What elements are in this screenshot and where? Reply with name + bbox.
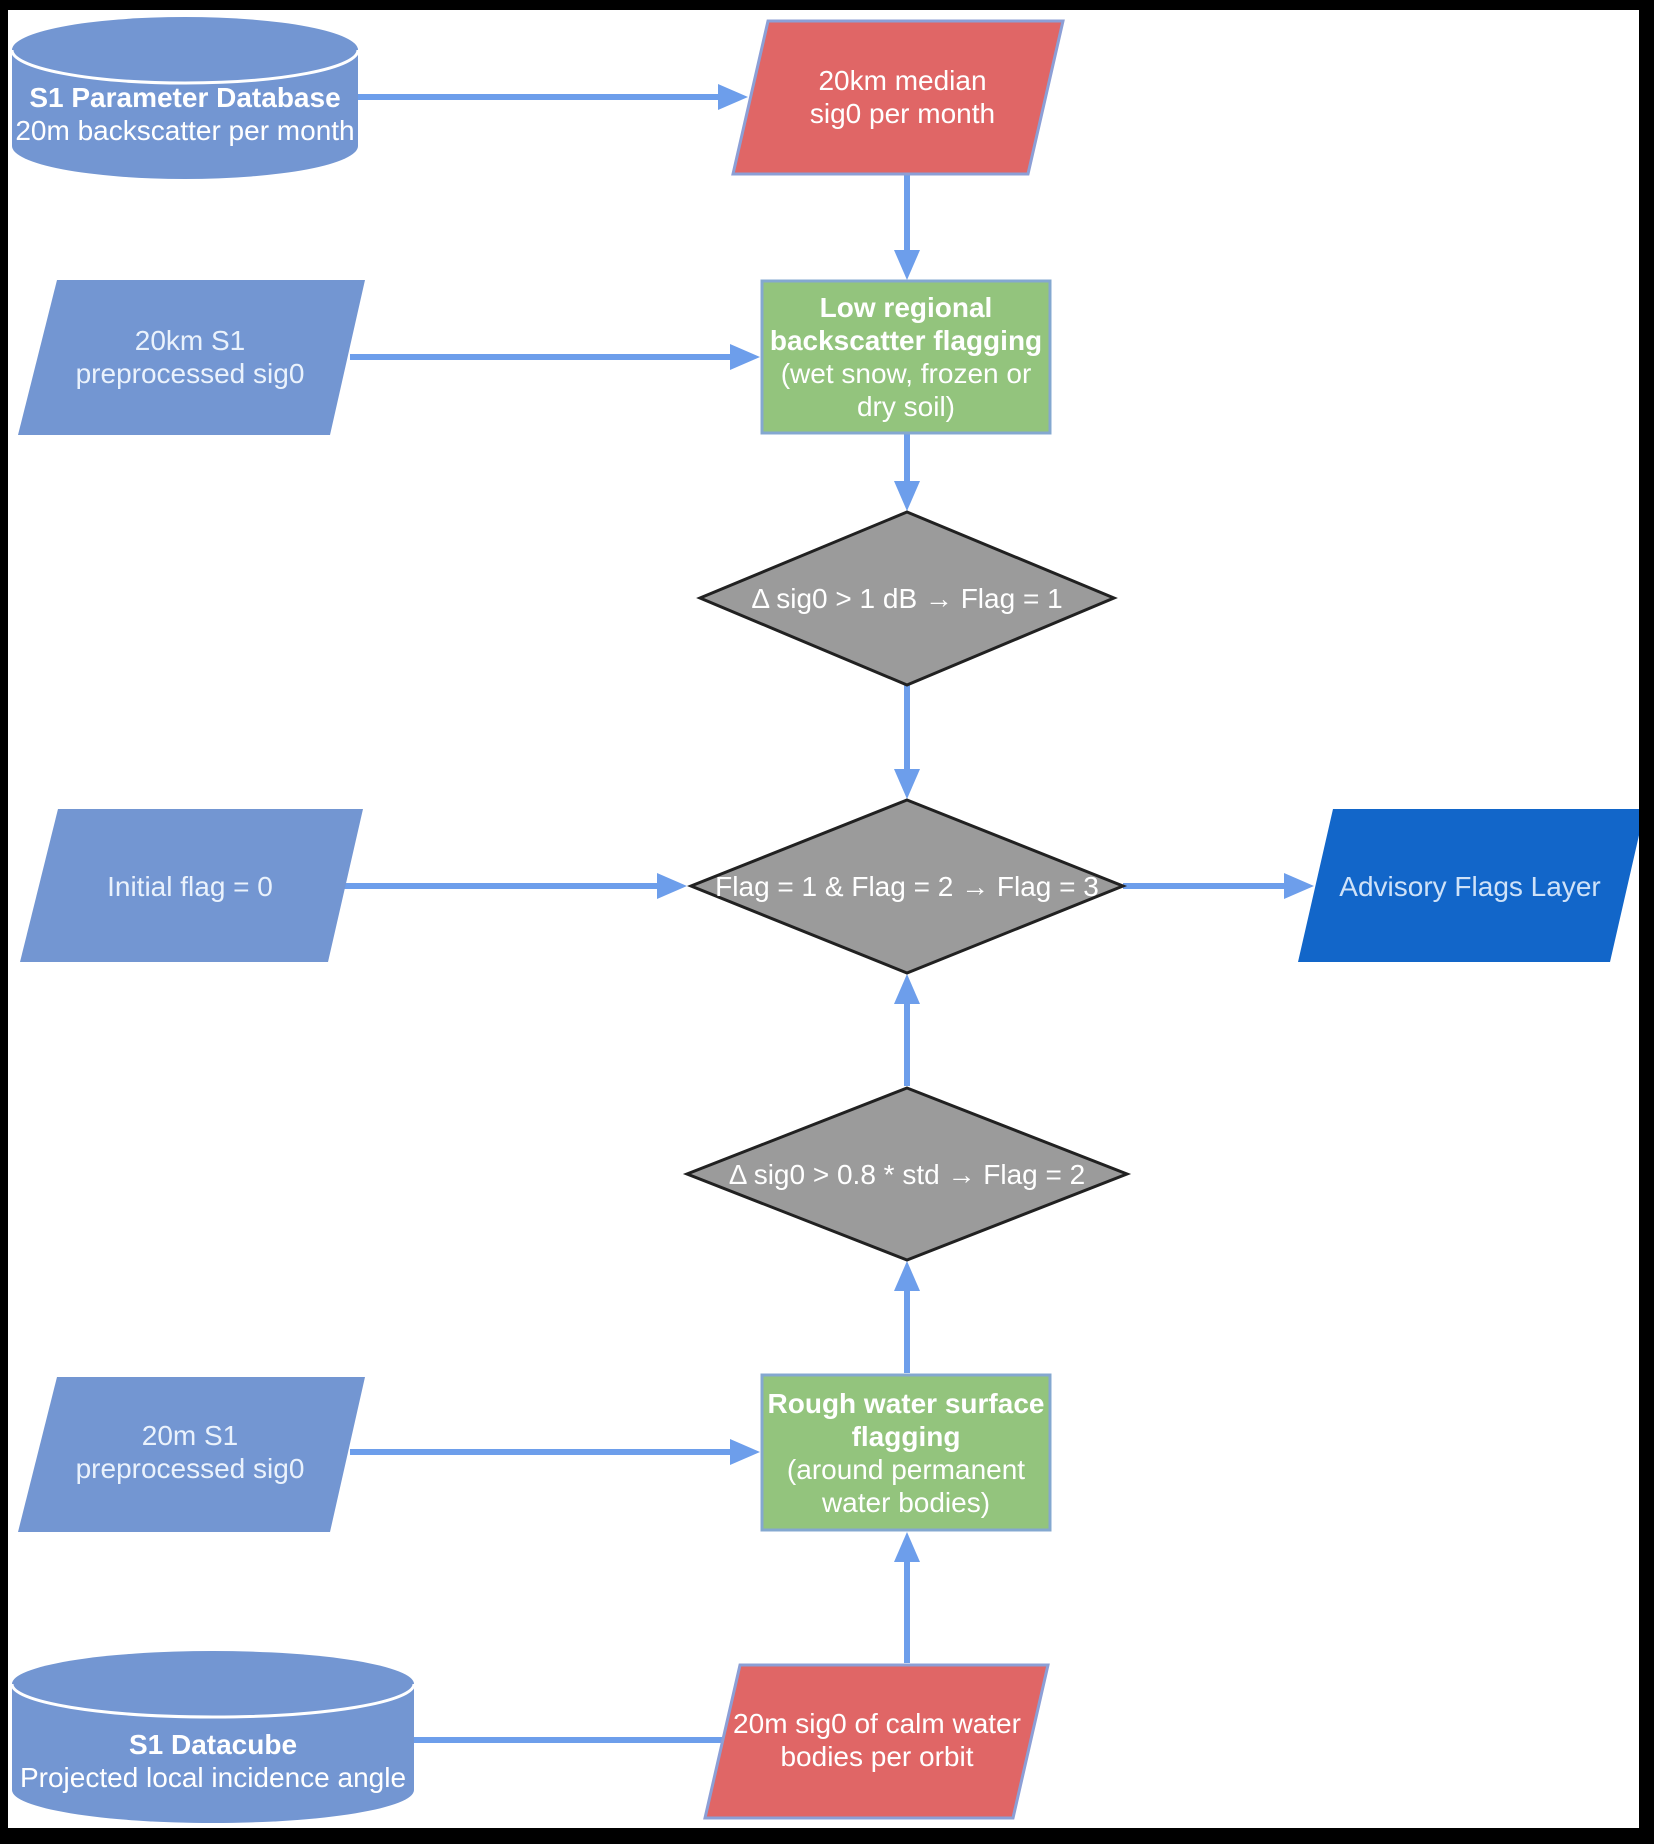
node-low-regional-flagging: Low regional backscatter flagging (wet s… (762, 281, 1050, 433)
node-s1-parameter-database: S1 Parameter Database 20m backscatter pe… (12, 80, 358, 148)
node-label-line: 20km S1 (134, 325, 246, 356)
node-subtitle: Projected local incidence angle (19, 1762, 407, 1793)
shape-decision-1db (696, 510, 1118, 687)
shape-s1-parameter-database-arc (10, 49, 360, 85)
node-label-line: preprocessed sig0 (75, 1453, 305, 1484)
decision-label: Flag = 1 & Flag = 2 → Flag = 3 (715, 871, 1099, 902)
node-advisory-flags-layer: Advisory Flags Layer (1305, 858, 1635, 914)
node-note-line: (wet snow, frozen or (780, 358, 1032, 389)
shape-low-regional-flagging (760, 279, 1052, 435)
node-label-line: sig0 per month (809, 98, 996, 129)
shape-initial-flag (20, 809, 363, 962)
node-20m-preprocessed: 20m S1 preprocessed sig0 (40, 1415, 340, 1489)
flowchart: S1 Parameter Database 20m backscatter pe… (8, 10, 1639, 1828)
node-note-line: water bodies) (821, 1486, 991, 1518)
shape-s1-parameter-database-top (12, 17, 358, 83)
decision-delta-sig0-1db: Δ sig0 > 1 dB → Flag = 1 (705, 571, 1109, 626)
shape-20km-preprocessed (18, 280, 365, 435)
node-subtitle: 20m backscatter per month (15, 115, 355, 146)
diagram-sheet: S1 Parameter Database 20m backscatter pe… (8, 10, 1639, 1828)
node-label-line: bodies per orbit (780, 1741, 974, 1772)
shape-s1-datacube-arc (10, 1683, 416, 1719)
decision-label: Δ sig0 > 1 dB → Flag = 1 (751, 583, 1063, 614)
node-median-sig0: 20km median sig0 per month (755, 59, 1050, 135)
shape-median-sig0 (731, 19, 1065, 176)
shape-advisory-flags-layer (1298, 809, 1639, 962)
node-title: S1 Datacube (128, 1729, 298, 1760)
node-label: Advisory Flags Layer (1339, 870, 1601, 902)
shape-s1-datacube-top (12, 1651, 414, 1717)
node-calm-water-sig0: 20m sig0 of calm water bodies per orbit (717, 1703, 1037, 1777)
node-title-line: flagging (851, 1420, 961, 1452)
flowchart-shapes (10, 17, 1639, 1823)
shape-rough-water-flagging (760, 1373, 1052, 1532)
node-rough-water-flagging: Rough water surface flagging (around per… (762, 1375, 1050, 1530)
node-title: S1 Parameter Database (29, 82, 341, 113)
shape-calm-water-sig0 (703, 1663, 1050, 1820)
shape-s1-parameter-database-body (12, 50, 358, 179)
node-title-line: backscatter flagging (769, 325, 1043, 356)
node-note-line: (around permanent (786, 1453, 1026, 1485)
shape-decision-std (682, 1086, 1132, 1262)
node-label-line: 20km median (818, 65, 987, 96)
node-label-line: 20m S1 (141, 1420, 239, 1451)
node-note-line: dry soil) (856, 391, 955, 422)
decision-label: Δ sig0 > 0.8 * std → Flag = 2 (728, 1159, 1086, 1190)
node-initial-flag: Initial flag = 0 (40, 858, 340, 914)
node-label: Initial flag = 0 (107, 870, 273, 902)
decision-flag-combine: Flag = 1 & Flag = 2 → Flag = 3 (687, 859, 1127, 914)
decision-delta-sig0-std: Δ sig0 > 0.8 * std → Flag = 2 (687, 1147, 1127, 1202)
node-s1-datacube: S1 Datacube Projected local incidence an… (12, 1727, 414, 1795)
shape-s1-datacube-body (12, 1684, 414, 1823)
node-20km-preprocessed: 20km S1 preprocessed sig0 (40, 320, 340, 394)
node-label-line: 20m sig0 of calm water (733, 1708, 1021, 1739)
node-title-line: Rough water surface (767, 1387, 1045, 1419)
shape-decision-combine (686, 798, 1128, 975)
shape-20m-preprocessed (18, 1377, 365, 1532)
node-title-line: Low regional (819, 292, 993, 323)
node-label-line: preprocessed sig0 (75, 358, 305, 389)
